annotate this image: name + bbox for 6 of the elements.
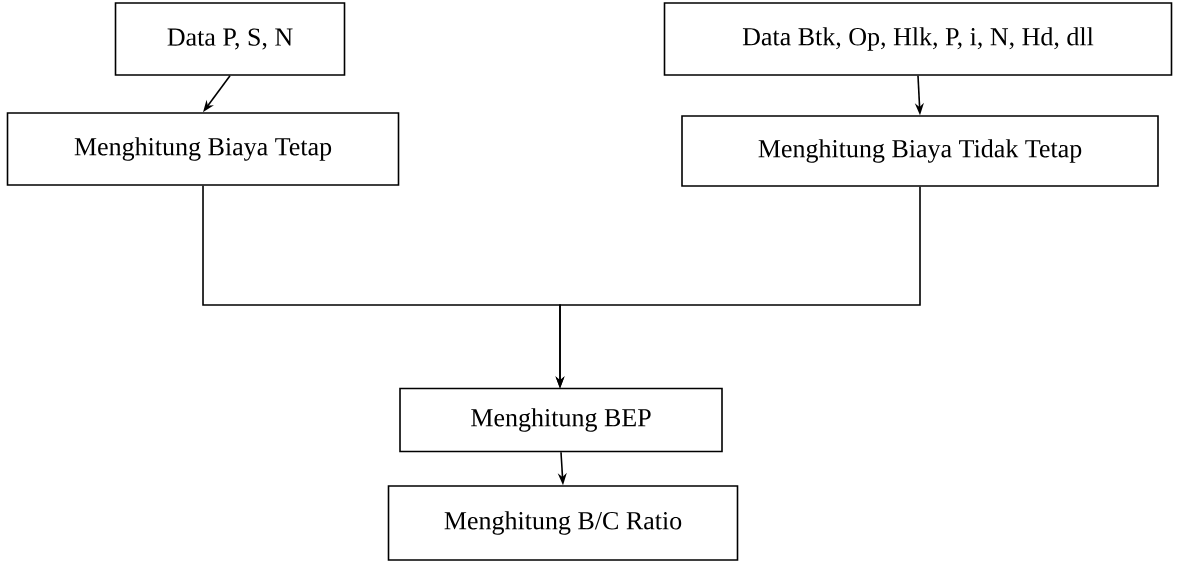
process-box: Menghitung Biaya Tetap (6, 112, 400, 186)
process-box: Menghitung B/C Ratio (387, 485, 739, 561)
process-box: Menghitung BEP (399, 387, 723, 453)
process-box: Menghitung Biaya Tidak Tetap (681, 115, 1159, 187)
process-box: Data P, S, N (114, 2, 346, 76)
process-box: Data Btk, Op, Hlk, P, i, N, Hd, dll (663, 2, 1173, 76)
